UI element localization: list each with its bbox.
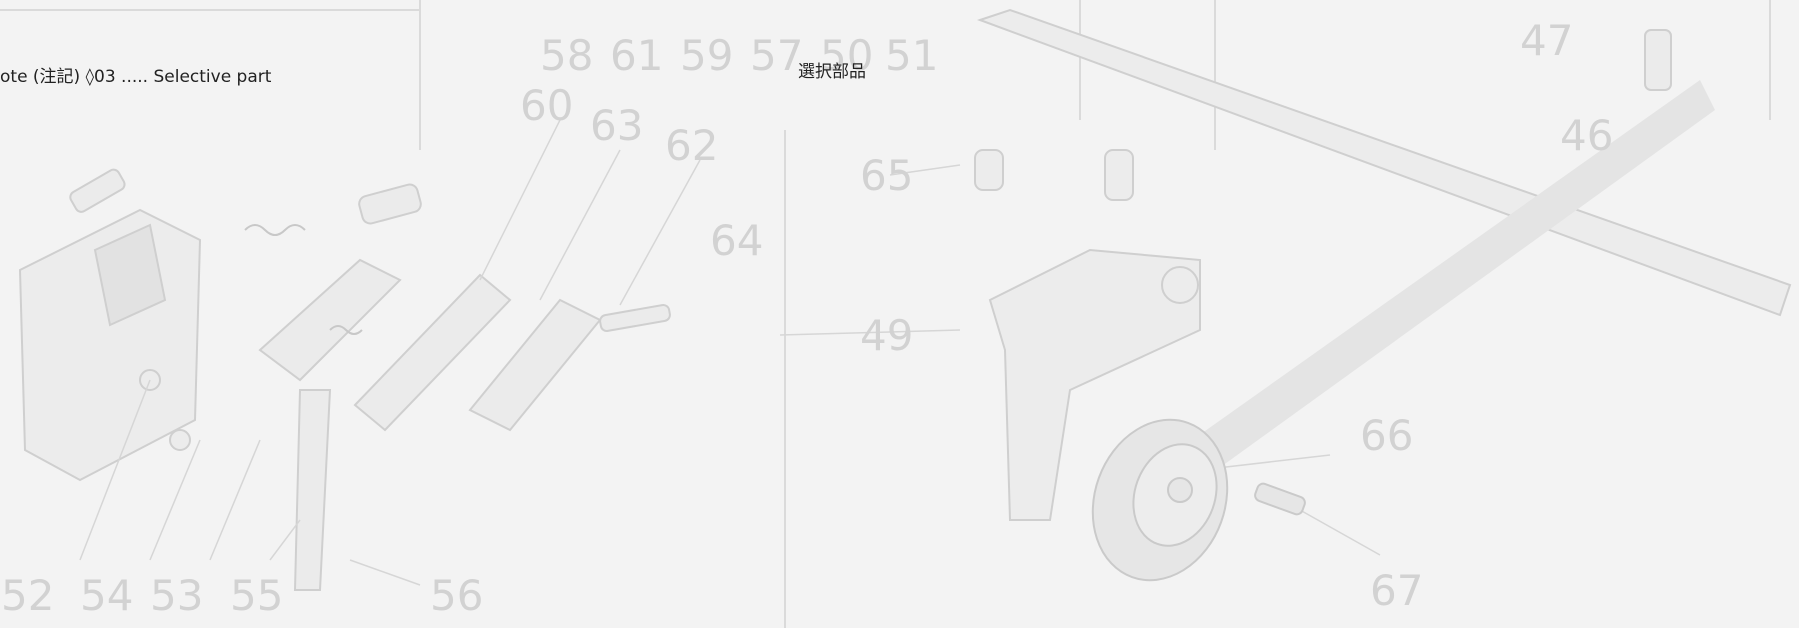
right-bracket: [974, 149, 1201, 521]
selective-part-note: ote (注記) ◊03 ..... Selective part: [0, 62, 271, 87]
callout-60: 60: [520, 81, 573, 130]
callout-54: 54: [80, 571, 133, 620]
callout-49: 49: [860, 311, 913, 360]
top-screw: [1644, 29, 1672, 91]
callout-63: 63: [590, 101, 643, 150]
callout-46: 46: [1560, 111, 1613, 160]
belt: [1150, 80, 1715, 500]
callout-65: 65: [860, 151, 913, 200]
callout-51: 51: [885, 31, 938, 80]
callout-67: 67: [1370, 566, 1423, 615]
callout-61: 61: [610, 31, 663, 80]
callout-58: 58: [540, 31, 593, 80]
pulley: [1091, 418, 1306, 582]
bracket-plate: [18, 208, 202, 482]
callout-55: 55: [230, 571, 283, 620]
callout-57: 57: [750, 31, 803, 80]
callout-47: 47: [1520, 16, 1573, 65]
leader-lines: [79, 119, 1381, 586]
callout-50: 50: [820, 31, 873, 80]
lever-parts: [69, 168, 671, 591]
callout-numbers: 58 61 59 57 50 51 60 63 62 64 65 49 66 6…: [1, 16, 1613, 620]
callout-52: 52: [1, 571, 54, 620]
callout-56: 56: [430, 571, 483, 620]
springs: [244, 224, 363, 335]
callout-53: 53: [150, 571, 203, 620]
callout-59: 59: [680, 31, 733, 80]
callout-66: 66: [1360, 411, 1413, 460]
note-prefix: ote (注記): [0, 67, 81, 87]
note-code: ◊03 ..... Selective part: [85, 67, 272, 87]
selective-part-label: 選択部品: [798, 62, 866, 82]
callout-64: 64: [710, 216, 763, 265]
callout-62: 62: [665, 121, 718, 170]
